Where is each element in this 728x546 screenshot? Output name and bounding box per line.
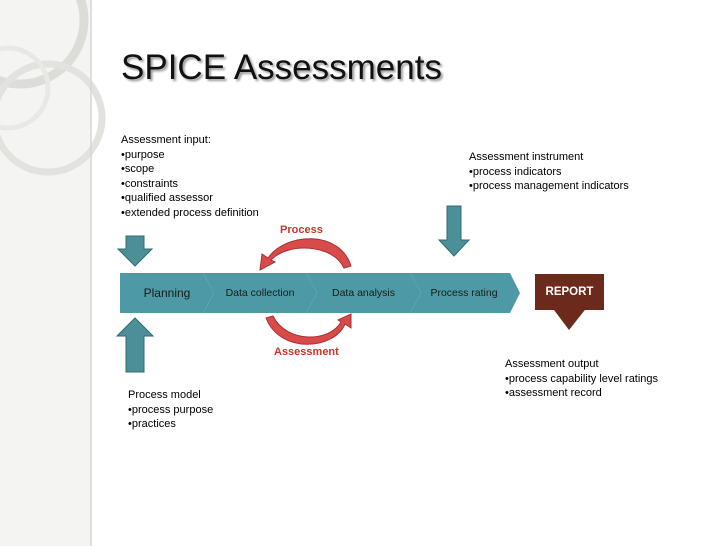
assessment-label: Assessment [274, 346, 339, 358]
report-box [535, 274, 604, 330]
output-item: assessment record [505, 386, 658, 401]
model-item: practices [128, 417, 213, 432]
chevron-planning [120, 273, 214, 313]
chevron-data-collection [203, 273, 317, 313]
slide-title: SPICE Assessments [121, 48, 442, 87]
output-item: process capability level ratings [505, 372, 658, 387]
assessment-output-block: Assessment output process capability lev… [505, 357, 658, 401]
instrument-item: process indicators [469, 165, 629, 180]
assessment-instrument-heading: Assessment instrument [469, 151, 584, 163]
input-item: constraints [121, 177, 259, 192]
process-model-heading: Process model [128, 389, 201, 401]
assessment-curve-arrow [265, 313, 352, 345]
chevron-data-analysis [306, 273, 421, 313]
step-data-collection: Data collection [225, 287, 295, 299]
input-item: extended process definition [121, 206, 259, 221]
assessment-input-block: Assessment input: purpose scope constrai… [121, 133, 259, 221]
model-arrow-up [115, 317, 155, 373]
decorative-circles [0, 0, 106, 546]
input-arrow-down [116, 235, 154, 267]
assessment-instrument-block: Assessment instrument process indicators… [469, 150, 629, 194]
step-data-analysis: Data analysis [331, 287, 396, 299]
input-item: purpose [121, 148, 259, 163]
input-item: scope [121, 162, 259, 177]
step-process-rating: Process rating [430, 287, 498, 299]
assessment-output-heading: Assessment output [505, 358, 599, 370]
assessment-input-heading: Assessment input: [121, 134, 211, 146]
step-planning: Planning [143, 286, 191, 300]
model-item: process purpose [128, 403, 213, 418]
process-curve-arrow [259, 238, 352, 271]
instrument-arrow-down [437, 205, 471, 257]
instrument-item: process management indicators [469, 179, 629, 194]
process-flow [120, 273, 520, 313]
input-item: qualified assessor [121, 191, 259, 206]
process-label: Process [280, 224, 323, 236]
chevron-process-rating [410, 273, 520, 313]
process-model-block: Process model process purpose practices [128, 388, 213, 432]
report-label: REPORT [545, 286, 594, 298]
